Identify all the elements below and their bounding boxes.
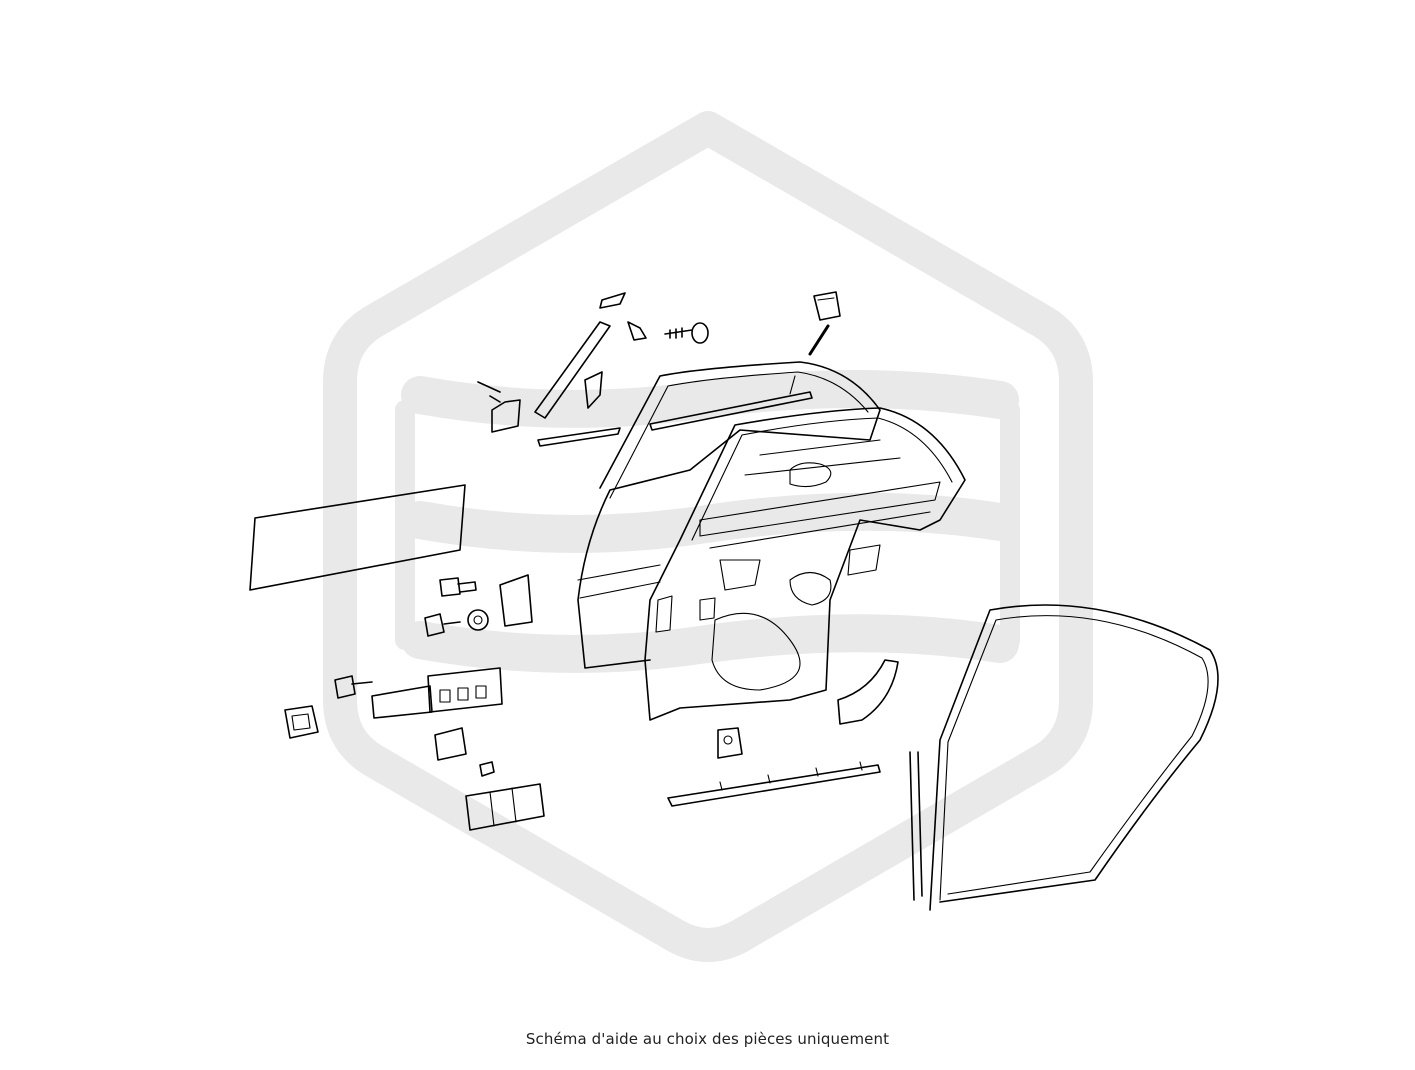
door-check-strap <box>334 667 503 719</box>
diagram-caption: Schéma d'aide au choix des pièces unique… <box>525 1030 890 1048</box>
door-weatherstrip <box>909 604 1219 911</box>
glass-run-channel <box>534 292 647 419</box>
inner-door-panel <box>644 407 966 721</box>
clip-plate <box>434 727 495 777</box>
grommet <box>717 727 743 759</box>
clip-top-right <box>808 291 841 356</box>
screw <box>664 322 709 344</box>
rubber-bumper <box>284 705 319 739</box>
trim-piece <box>837 659 899 725</box>
lower-moulding <box>667 761 881 807</box>
hinge-bracket <box>477 381 521 433</box>
watershield-sheet <box>249 484 466 591</box>
outer-door-shell <box>577 361 881 669</box>
end-cap <box>465 783 545 831</box>
belt-moulding <box>537 375 813 447</box>
bolt-set <box>424 574 533 637</box>
watermark-logo <box>323 111 1093 962</box>
